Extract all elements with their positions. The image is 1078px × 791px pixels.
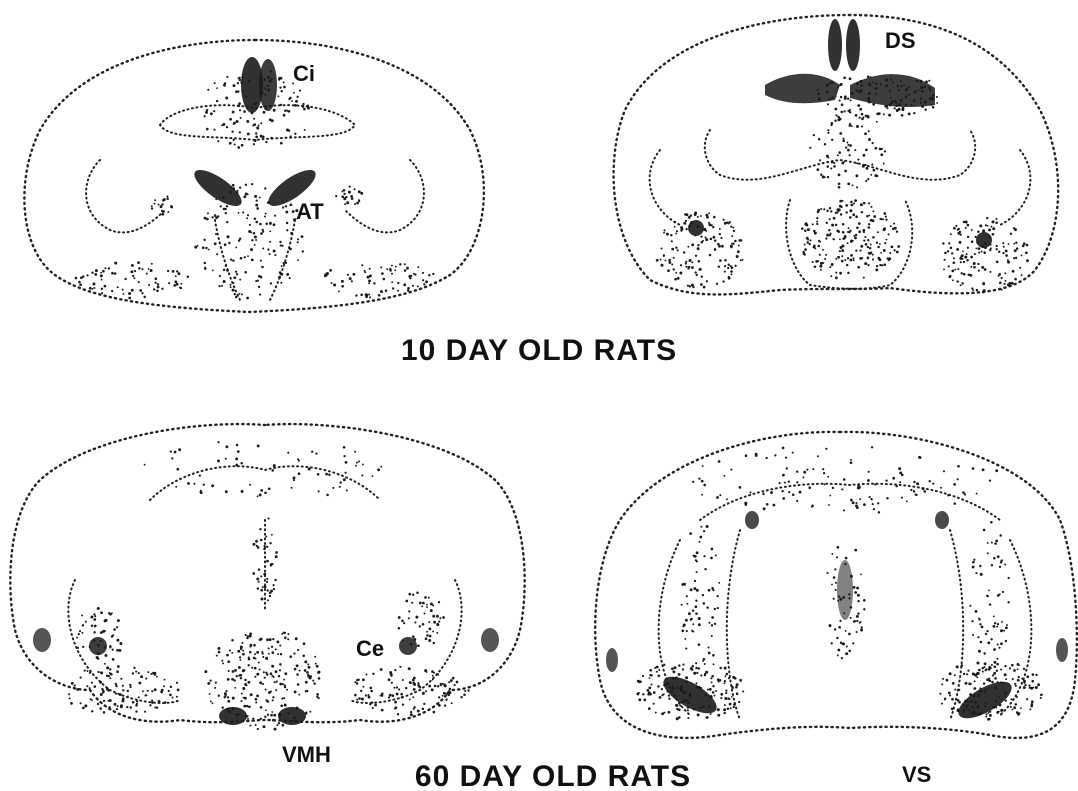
label-ds: DS <box>885 28 916 53</box>
title-60-day: 60 DAY OLD RATS <box>415 760 691 791</box>
label-vs: VS <box>902 762 931 787</box>
section-bottom-left: Ce VMH <box>10 424 524 767</box>
title-10-day: 10 DAY OLD RATS <box>401 334 677 367</box>
label-ce: Ce <box>356 636 384 661</box>
section-top-right: DS <box>614 15 1059 294</box>
section-top-left: Ci AT <box>24 40 484 312</box>
label-ci: Ci <box>293 61 315 86</box>
stipple-dots <box>656 76 1029 294</box>
label-at: AT <box>296 199 324 224</box>
stipple-dots <box>68 441 470 730</box>
stipple-dots <box>75 70 435 299</box>
label-vmh: VMH <box>282 742 331 767</box>
section-bottom-right: VS <box>595 432 1077 787</box>
